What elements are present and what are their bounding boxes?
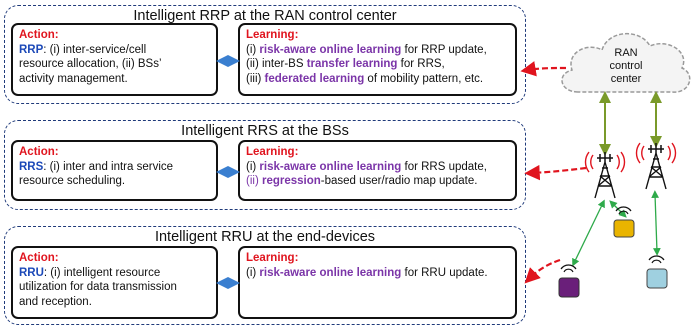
learning-box: Learning: (i) risk-aware online learning… [238,246,517,319]
learning-text: for RRP update, [401,43,487,56]
wireless-link [651,190,661,256]
learning-item: (i) risk-aware online learning for RRU u… [246,266,509,281]
action-text: : (i) inter and intra service [43,160,174,173]
action-abbr: RRS [19,160,44,173]
bs-tower-icon [635,142,677,190]
learning-text: -based user/radio map update. [320,175,478,187]
action-abbr: RRP [19,43,44,56]
learning-method: risk-aware online learning [259,43,402,56]
action-text: activity management. [19,72,128,85]
learning-text: for RRS update, [401,160,487,173]
action-heading: Action [19,252,55,264]
learning-text: (i) [246,160,260,173]
user-device-icon [613,206,635,238]
feedback-arrow [524,258,561,284]
feedback-arrow [524,164,587,181]
learning-text: for RRS, [397,58,445,70]
action-text: : (i) intelligent resource [43,266,161,279]
learning-text: (i) [246,266,260,279]
learning-box: Learning: (i) risk-aware online learning… [238,23,517,96]
bs-tower-icon [584,151,626,199]
action-text: utilization for data transmission [19,281,177,293]
action-heading: Action [19,29,55,41]
action-box: Action: RRP: (i) inter-service/cell reso… [11,23,218,96]
learning-method: risk-aware online learning [259,160,402,173]
learning-text: (ii) inter-BS [246,58,307,70]
action-text: resource allocation, (ii) BSs’ [19,58,162,70]
learning-method: transfer learning [306,58,398,70]
panel-title: Intelligent RRP at the RAN control cente… [133,8,397,24]
action-box: Action: RRS: (i) inter and intra service… [11,140,218,201]
action-text: : (i) inter-service/cell [43,43,147,56]
wireless-link [572,199,605,267]
action-heading: Action [19,146,55,158]
panel-title: Intelligent RRS at the BSs [181,123,349,139]
rrp-panel: Intelligent RRP at the RAN control cente… [4,5,526,104]
cloud-icon [561,32,691,93]
learning-heading: Learning [246,29,295,41]
learning-item: (ii) inter-BS transfer learning for RRS, [246,57,509,72]
learning-box: Learning: (i) risk-aware online learning… [238,140,517,201]
learning-heading: Learning [246,146,295,158]
panel-title: Intelligent RRU at the end-devices [154,229,376,245]
learning-text: for RRU update. [401,266,488,279]
action-box: Action: RRU: (i) intelligent resource ut… [11,246,218,319]
learning-method: risk-aware online learning [259,266,402,279]
learning-item: (i) risk-aware online learning for RRP u… [246,43,509,58]
learning-item: (i) risk-aware online learning for RRS u… [246,160,509,175]
feedback-arrow [520,61,567,77]
cloud-label: RAN control center [609,47,643,85]
action-abbr: RRU [19,266,44,279]
learning-method: federated learning [264,72,365,85]
action-text: and reception. [19,295,92,308]
learning-item: (ii) regression-based user/radio map upd… [246,174,509,189]
learning-heading: Learning [246,252,295,264]
learning-text: of mobility pattern, etc. [364,72,484,85]
learning-item: (iii) federated learning of mobility pat… [246,72,509,87]
learning-method: regression [261,175,321,187]
learning-text: (ii) [246,175,262,187]
user-device-icon [646,255,668,289]
action-text: resource scheduling. [19,175,126,187]
user-device-icon [558,264,580,298]
learning-text: (iii) [246,72,265,85]
learning-text: (i) [246,43,260,56]
